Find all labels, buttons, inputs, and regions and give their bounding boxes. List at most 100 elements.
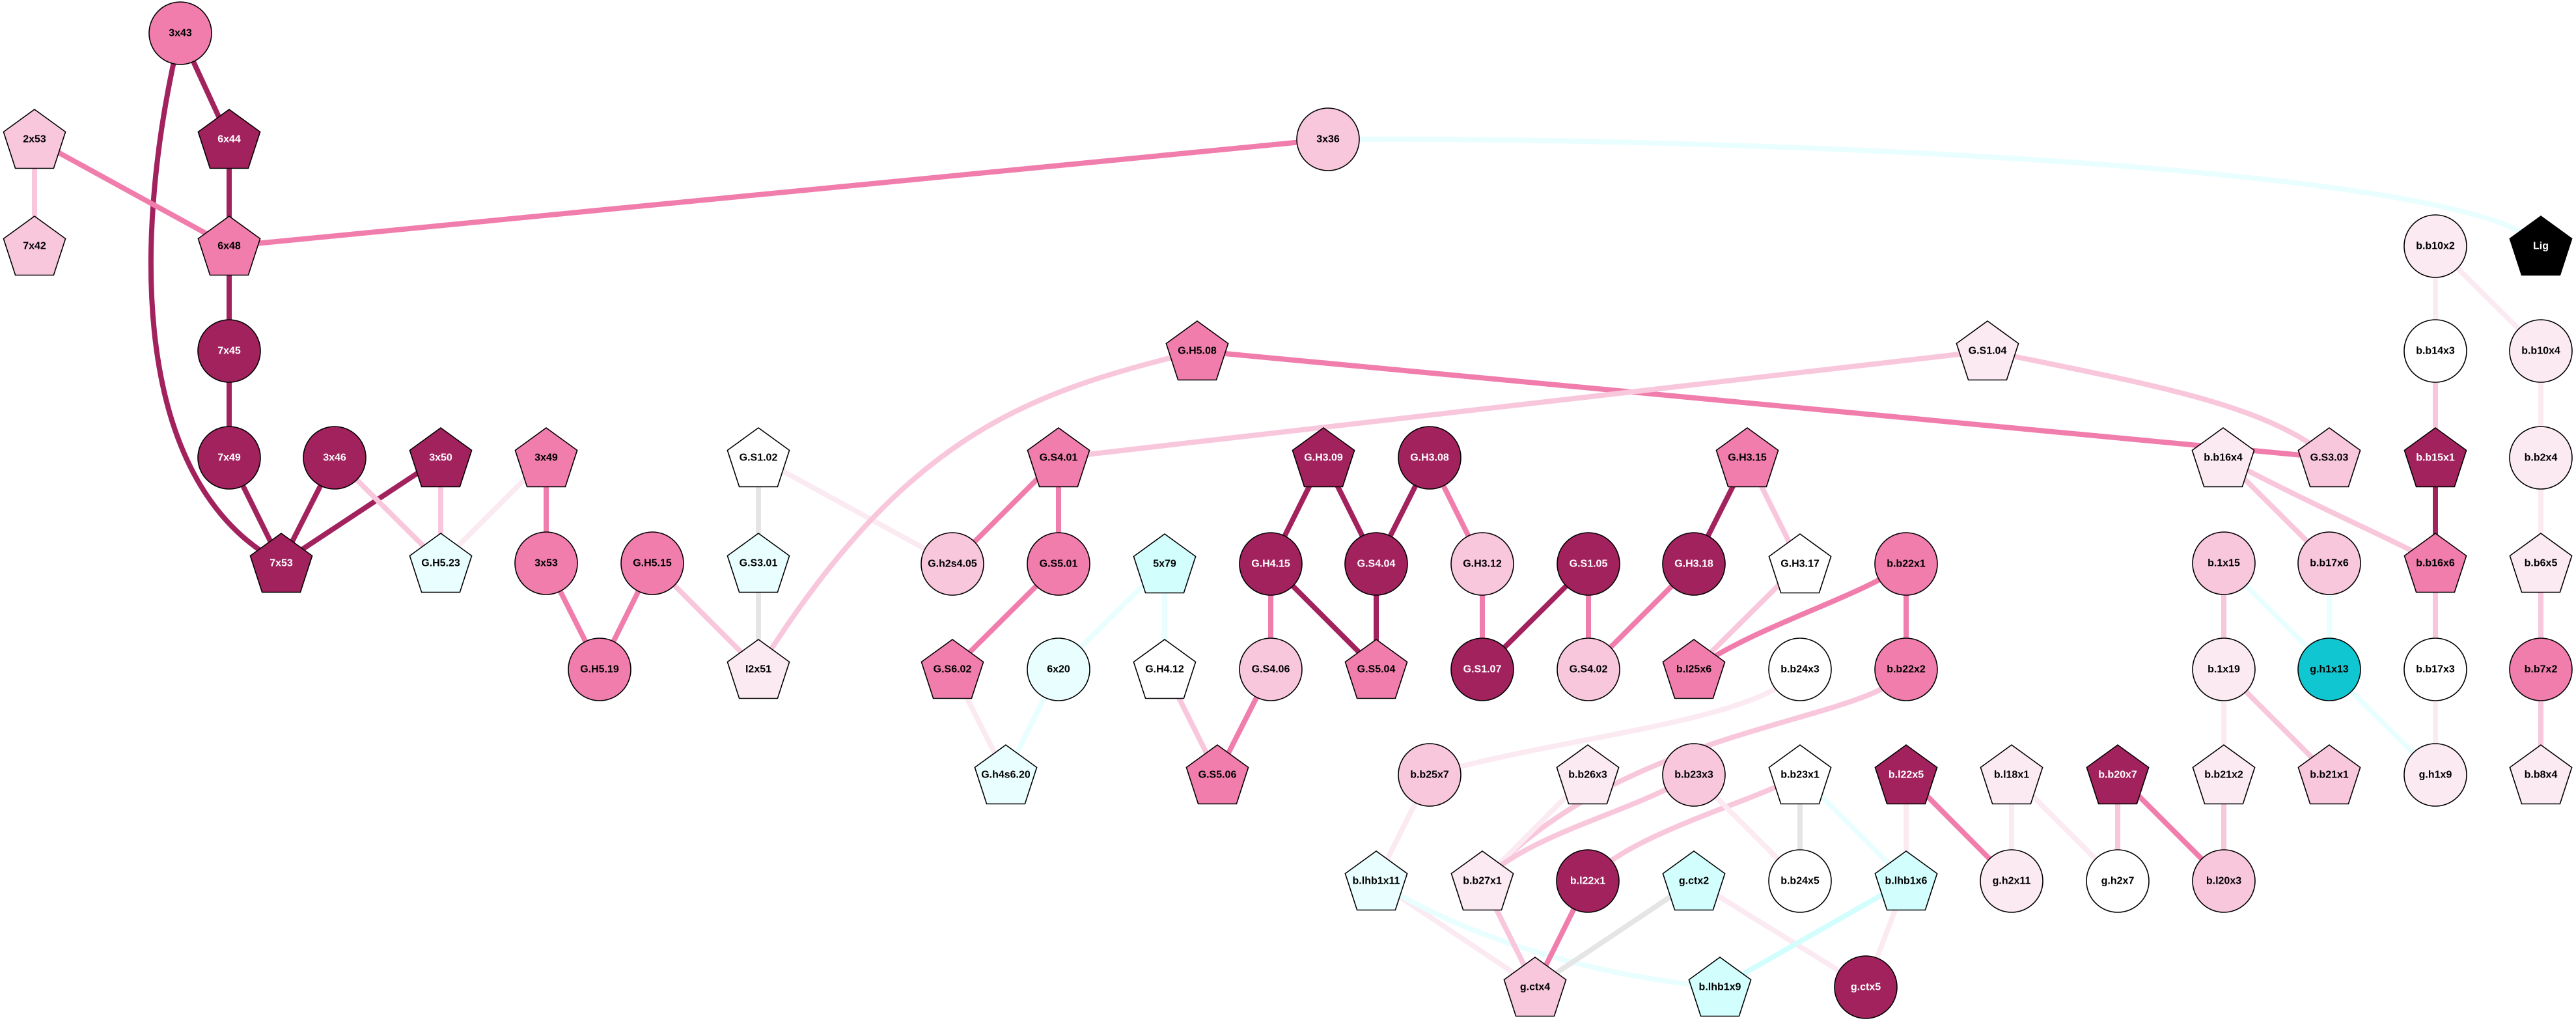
- node-l2x51[interactable]: l2x51: [727, 639, 790, 699]
- node-G.S4.01[interactable]: G.S4.01: [1027, 427, 1090, 488]
- node-Lig[interactable]: Lig: [2509, 216, 2573, 276]
- node-b.b23x1[interactable]: b.b23x1: [1768, 744, 1832, 805]
- node-G.H3.17[interactable]: G.H3.17: [1768, 533, 1832, 594]
- node-5x79[interactable]: 5x79: [1133, 533, 1197, 594]
- node-b.lhb1x6[interactable]: b.lhb1x6: [1874, 850, 1938, 911]
- node-G.S3.01[interactable]: G.S3.01: [727, 533, 790, 593]
- node-label: G.H3.12: [1463, 559, 1502, 570]
- node-2x53[interactable]: 2x53: [3, 109, 66, 169]
- node-b.b8x4[interactable]: b.b8x4: [2509, 744, 2573, 805]
- node-b.b24x5[interactable]: b.b24x5: [1768, 849, 1832, 913]
- circle-node-shape: [1768, 849, 1832, 913]
- node-b.b22x1[interactable]: b.b22x1: [1874, 532, 1938, 596]
- node-b.b2x4[interactable]: b.b2x4: [2509, 426, 2573, 490]
- node-g.ctx2[interactable]: g.ctx2: [1662, 850, 1726, 911]
- node-b.b20x7[interactable]: b.b20x7: [2086, 744, 2150, 805]
- node-G.h2s4.05[interactable]: G.h2s4.05: [921, 532, 984, 596]
- node-7x42[interactable]: 7x42: [3, 216, 66, 276]
- node-b.b22x2[interactable]: b.b22x2: [1874, 638, 1938, 701]
- node-G.H3.09[interactable]: G.H3.09: [1292, 427, 1355, 488]
- node-G.H5.23[interactable]: G.H5.23: [409, 533, 473, 593]
- node-G.H3.15[interactable]: G.H3.15: [1715, 427, 1779, 488]
- node-6x48[interactable]: 6x48: [197, 216, 261, 276]
- node-g.ctx4[interactable]: g.ctx4: [1503, 957, 1567, 1017]
- node-G.H3.08[interactable]: G.H3.08: [1398, 426, 1461, 490]
- node-b.l20x3[interactable]: b.l20x3: [2192, 849, 2256, 913]
- node-b.b15x1[interactable]: b.b15x1: [2403, 427, 2467, 488]
- node-G.S4.06[interactable]: G.S4.06: [1239, 638, 1303, 701]
- node-G.S6.02[interactable]: G.S6.02: [921, 639, 984, 699]
- node-G.S4.02[interactable]: G.S4.02: [1557, 638, 1620, 701]
- node-g.h2x11[interactable]: g.h2x11: [1980, 849, 2043, 913]
- pentagon-node-shape: [1688, 957, 1752, 1017]
- node-label: b.b21x1: [2310, 770, 2349, 781]
- node-3x46[interactable]: 3x46: [303, 426, 367, 490]
- pentagon-node-shape: [2191, 427, 2255, 488]
- node-G.H3.12[interactable]: G.H3.12: [1450, 532, 1514, 596]
- node-G.S1.02[interactable]: G.S1.02: [727, 427, 790, 488]
- node-G.S5.06[interactable]: G.S5.06: [1185, 744, 1249, 805]
- node-G.H4.15[interactable]: G.H4.15: [1239, 532, 1303, 596]
- node-b.b25x7[interactable]: b.b25x7: [1398, 743, 1461, 807]
- node-b.b27x1[interactable]: b.b27x1: [1450, 850, 1514, 911]
- node-G.S3.03[interactable]: G.S3.03: [2297, 427, 2361, 488]
- node-label: G.H4.15: [1251, 559, 1290, 570]
- node-b.lhb1x11[interactable]: b.lhb1x11: [1344, 850, 1408, 911]
- node-label: 7x49: [217, 453, 241, 464]
- node-b.b23x3[interactable]: b.b23x3: [1662, 743, 1726, 807]
- node-g.h2x7[interactable]: g.h2x7: [2086, 849, 2150, 913]
- node-b.b7x2[interactable]: b.b7x2: [2509, 638, 2573, 701]
- node-G.S1.07[interactable]: G.S1.07: [1450, 638, 1514, 701]
- node-b.b24x3[interactable]: b.b24x3: [1768, 638, 1832, 701]
- node-7x45[interactable]: 7x45: [197, 319, 261, 383]
- node-G.S5.01[interactable]: G.S5.01: [1027, 532, 1090, 596]
- node-g.ctx5[interactable]: g.ctx5: [1834, 955, 1898, 1019]
- node-b.b21x2[interactable]: b.b21x2: [2192, 744, 2256, 805]
- node-7x49[interactable]: 7x49: [197, 426, 261, 490]
- node-G.H5.15[interactable]: G.H5.15: [620, 531, 684, 595]
- pentagon-node-shape: [2509, 744, 2573, 805]
- node-b.l22x5[interactable]: b.l22x5: [1874, 744, 1938, 805]
- node-b.b26x3[interactable]: b.b26x3: [1556, 744, 1620, 805]
- node-G.H3.18[interactable]: G.H3.18: [1662, 532, 1726, 596]
- node-b.l25x6[interactable]: b.l25x6: [1662, 639, 1726, 699]
- node-G.S1.05[interactable]: G.S1.05: [1557, 532, 1620, 596]
- pentagon-node-shape: [1715, 427, 1779, 488]
- node-b.lhb1x9[interactable]: b.lhb1x9: [1688, 957, 1752, 1017]
- circle-node-shape: [1398, 743, 1461, 807]
- node-G.H5.08[interactable]: G.H5.08: [1165, 320, 1229, 381]
- pentagon-node-shape: [1185, 744, 1249, 805]
- node-b.l22x1[interactable]: b.l22x1: [1556, 849, 1620, 913]
- node-b.b10x4[interactable]: b.b10x4: [2509, 319, 2573, 383]
- node-b.1x19[interactable]: b.1x19: [2192, 638, 2256, 701]
- node-b.b10x2[interactable]: b.b10x2: [2403, 214, 2467, 278]
- node-g.h1x9[interactable]: g.h1x9: [2403, 743, 2467, 807]
- node-b.b17x3[interactable]: b.b17x3: [2403, 638, 2467, 701]
- node-b.b6x5[interactable]: b.b6x5: [2509, 533, 2573, 593]
- node-3x50[interactable]: 3x50: [409, 427, 473, 488]
- node-b.b17x6[interactable]: b.b17x6: [2297, 531, 2361, 595]
- node-b.b16x4[interactable]: b.b16x4: [2191, 427, 2255, 488]
- node-3x53[interactable]: 3x53: [514, 531, 578, 595]
- node-g.h1x13[interactable]: g.h1x13: [2297, 638, 2361, 701]
- node-label: b.b2x4: [2525, 453, 2558, 464]
- node-G.S4.04[interactable]: G.S4.04: [1344, 532, 1408, 596]
- node-7x53[interactable]: 7x53: [249, 533, 313, 593]
- node-label: G.S4.04: [1357, 559, 1396, 570]
- node-G.S5.04[interactable]: G.S5.04: [1344, 639, 1408, 699]
- node-6x20[interactable]: 6x20: [1027, 638, 1090, 701]
- node-G.H4.12[interactable]: G.H4.12: [1133, 639, 1197, 699]
- node-b.1x15[interactable]: b.1x15: [2192, 531, 2256, 595]
- node-3x43[interactable]: 3x43: [148, 1, 212, 65]
- node-6x44[interactable]: 6x44: [197, 109, 261, 169]
- node-b.b16x6[interactable]: b.b16x6: [2403, 533, 2467, 593]
- node-G.H5.19[interactable]: G.H5.19: [568, 638, 631, 701]
- node-G.S1.04[interactable]: G.S1.04: [1956, 320, 2019, 381]
- node-3x49[interactable]: 3x49: [514, 427, 578, 488]
- node-b.b21x1[interactable]: b.b21x1: [2297, 744, 2361, 805]
- node-3x36[interactable]: 3x36: [1296, 107, 1360, 171]
- node-G.h4s6.20[interactable]: G.h4s6.20: [974, 744, 1038, 805]
- node-b.b14x3[interactable]: b.b14x3: [2403, 319, 2467, 383]
- node-b.l18x1[interactable]: b.l18x1: [1980, 744, 2043, 805]
- pentagon-node-shape: [2509, 216, 2573, 276]
